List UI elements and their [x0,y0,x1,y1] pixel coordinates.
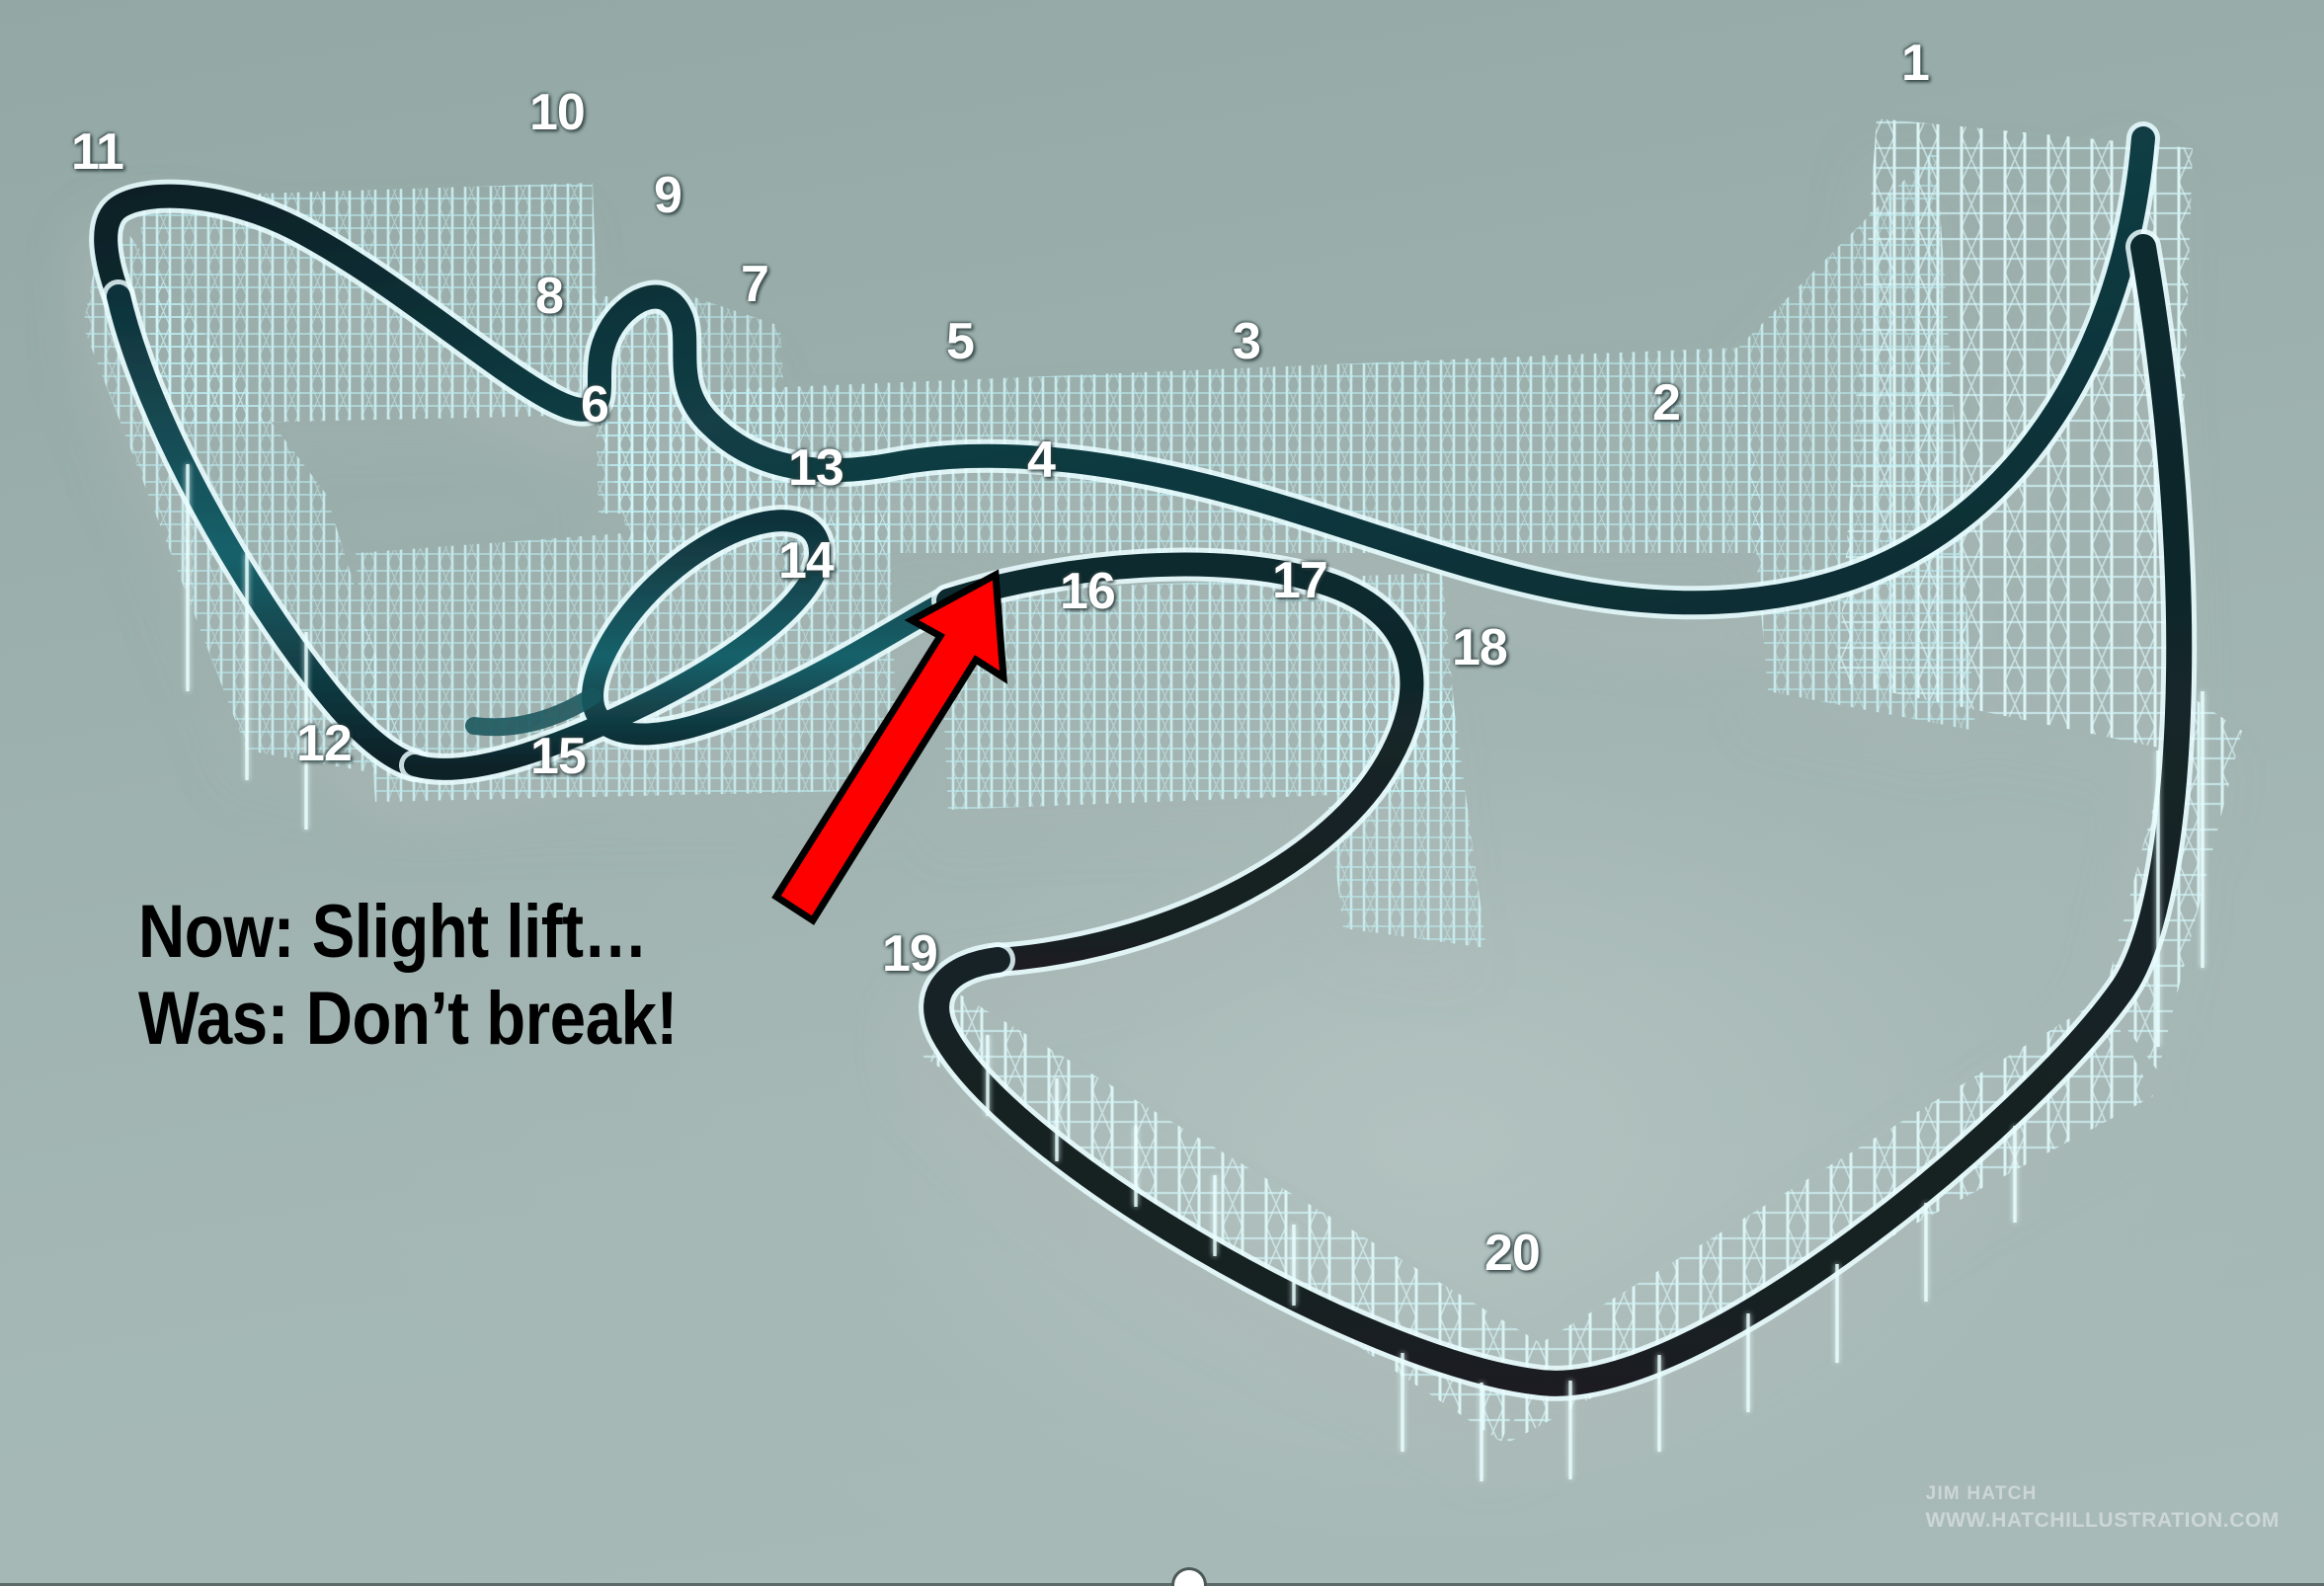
turn-number-13: 13 [788,439,844,497]
artist-watermark: JIM HATCH WWW.HATCHILLUSTRATION.COM [1926,1481,2280,1535]
turn-number-4: 4 [1027,432,1056,489]
turn-number-10: 10 [529,84,586,141]
turn-number-17: 17 [1272,552,1328,609]
annotation-line-2: Was: Don’t break! [138,977,678,1062]
turn-number-9: 9 [654,167,682,224]
turn-number-3: 3 [1233,313,1261,370]
slide-bottom-rule [0,1583,2324,1586]
turn-number-11: 11 [71,123,124,181]
turn-number-16: 16 [1060,563,1116,620]
turn-number-8: 8 [535,268,564,325]
annotation-line-1: Now: Slight lift… [138,890,648,974]
turn-number-6: 6 [581,376,609,434]
turn-number-12: 12 [296,715,353,772]
turn-number-18: 18 [1452,619,1508,676]
turn-number-1: 1 [1901,35,1930,92]
watermark-artist-url: WWW.HATCHILLUSTRATION.COM [1925,1508,2280,1532]
turn-number-2: 2 [1652,374,1681,432]
turn-number-19: 19 [882,925,938,983]
annotation-text: Now: Slight lift… Was: Don’t break! [138,889,678,1063]
turn-number-14: 14 [778,532,835,590]
turn-number-7: 7 [741,256,769,313]
turn-number-5: 5 [946,313,975,370]
turn-number-20: 20 [1484,1225,1541,1282]
watermark-artist-name: JIM HATCH [1925,1483,2038,1505]
turn-number-15: 15 [530,728,587,785]
annotation-arrow-icon [771,569,1008,925]
